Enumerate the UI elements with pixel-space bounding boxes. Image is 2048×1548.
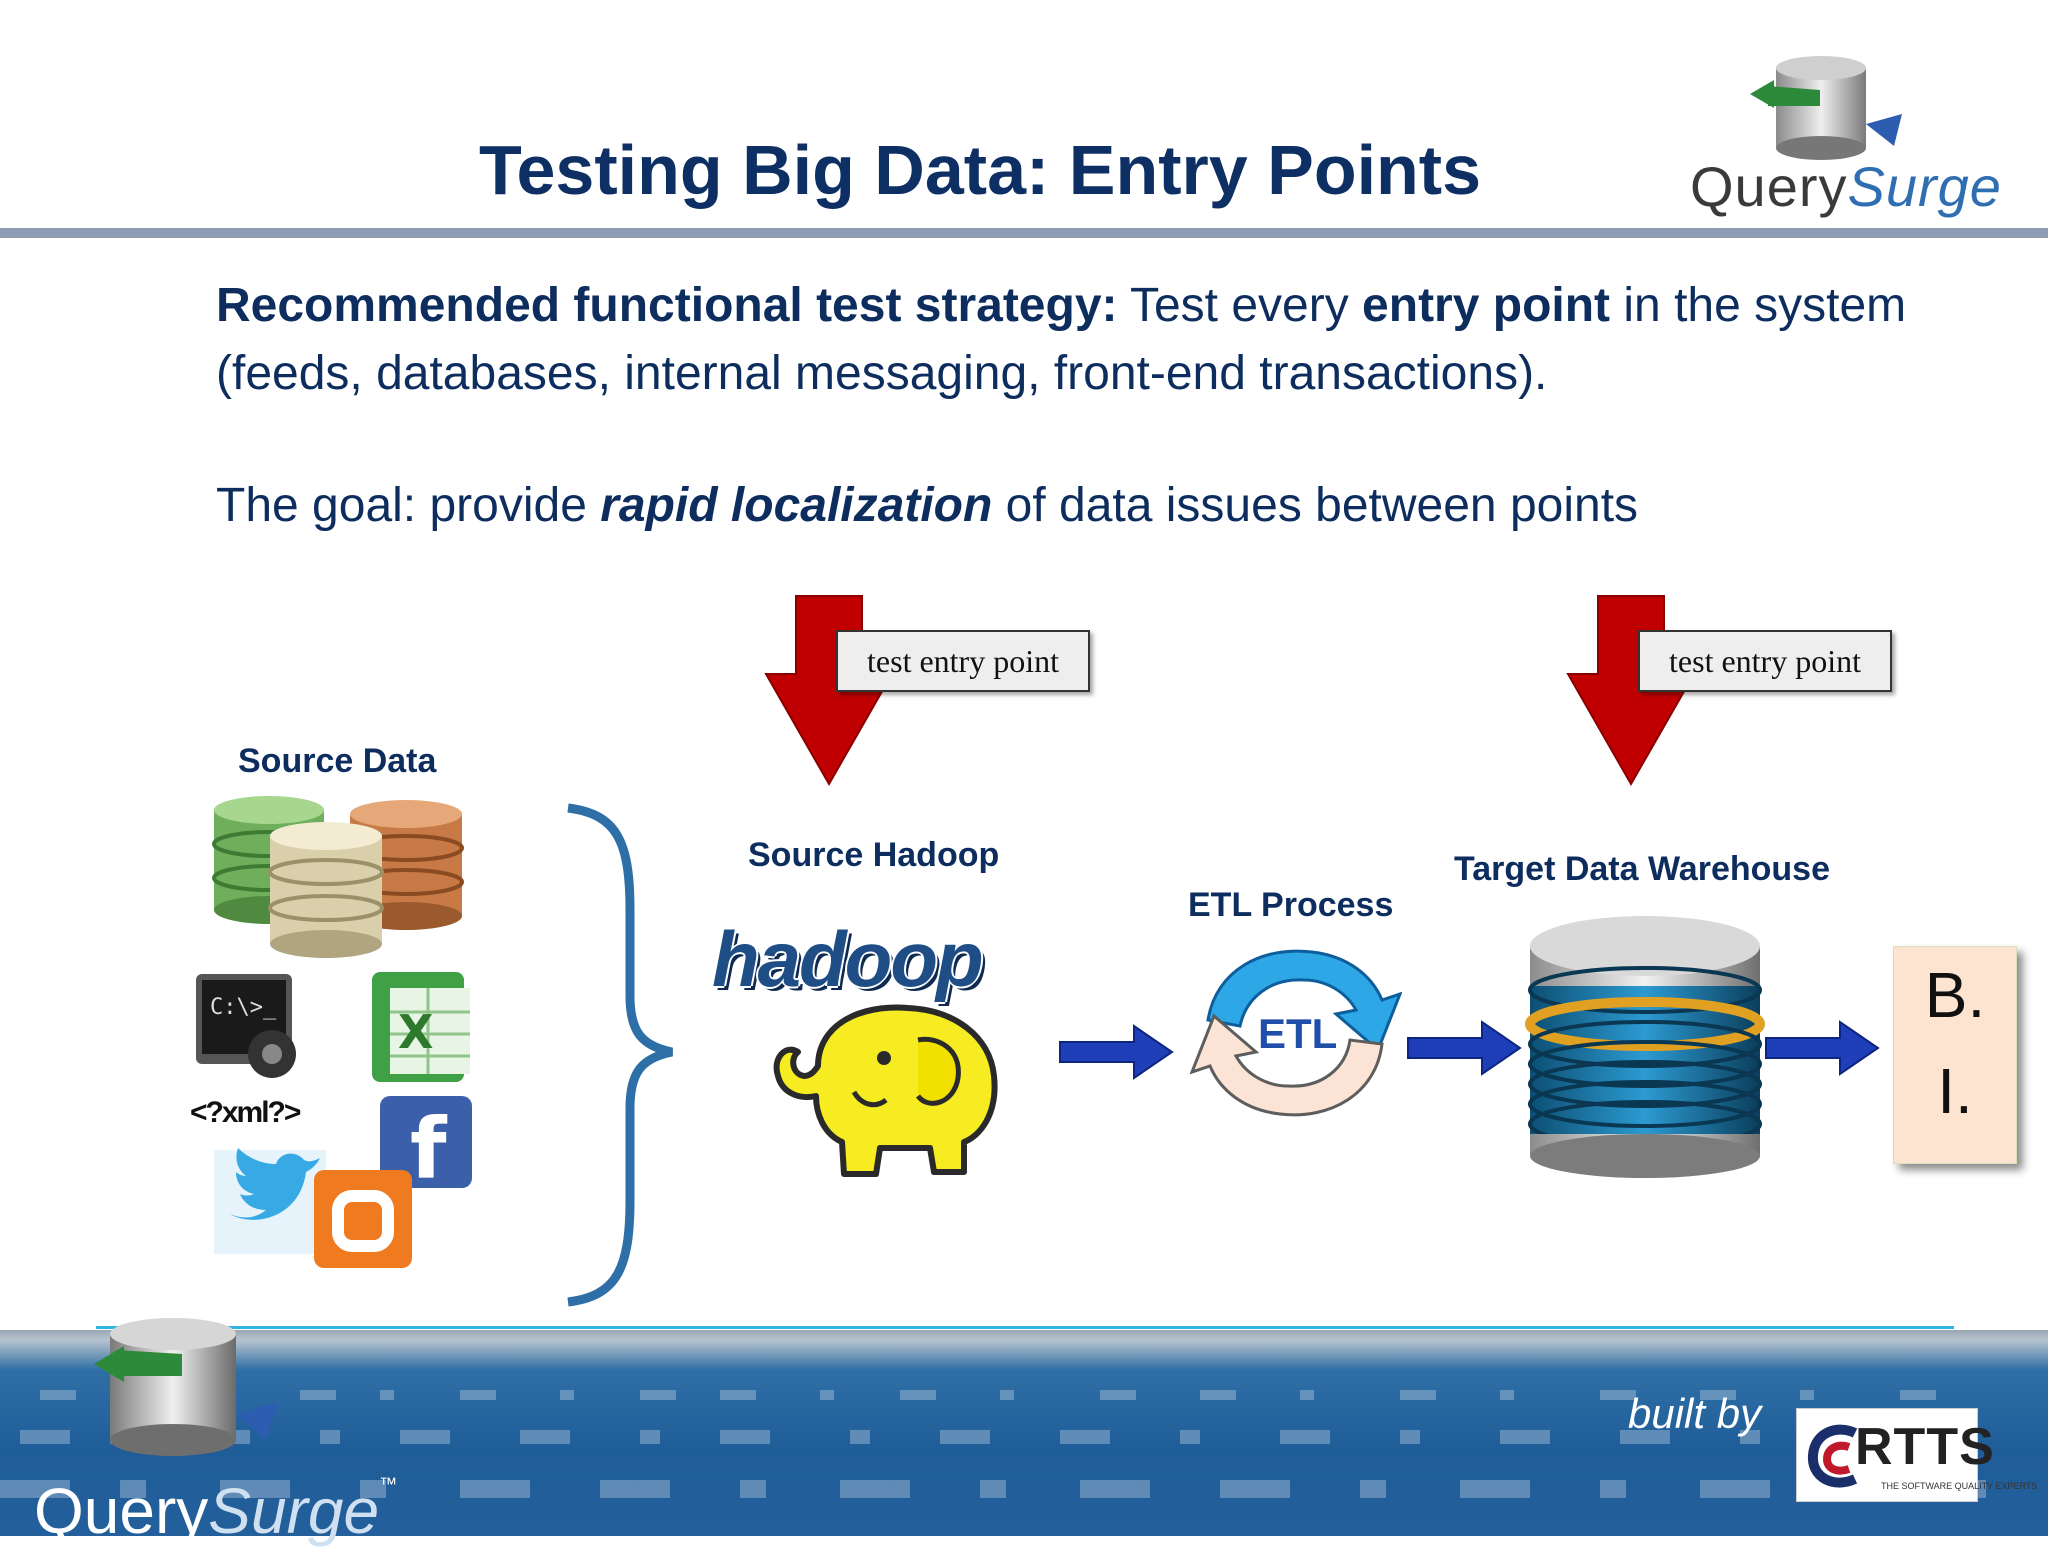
header-divider (0, 228, 2048, 238)
querysurge-wordmark: QuerySurge (1690, 155, 2002, 218)
target-dw-label: Target Data Warehouse (1454, 850, 1830, 888)
footer-banner (0, 1330, 2048, 1536)
etl-center-label: ETL (1258, 1010, 1338, 1057)
rtts-tagline: THE SOFTWARE QUALITY EXPERTS (1881, 1481, 2038, 1491)
rtts-wordmark: RTTS (1855, 1418, 1995, 1476)
svg-text:X: X (398, 1005, 433, 1059)
hadoop-elephant-icon (773, 1004, 998, 1177)
rtts-swoosh-icon (1807, 1424, 1858, 1488)
hadoop-wordmark: hadoop (712, 915, 984, 1003)
flow-arrow-2-icon (1407, 1020, 1522, 1076)
bi-line-1: B. (1924, 959, 1986, 1031)
blogger-icon (314, 1170, 412, 1268)
database-logo-icon (1750, 56, 1902, 160)
flow-arrow-3-icon (1765, 1020, 1880, 1076)
social-icons-group: f (214, 1096, 472, 1268)
etl-cycle-icon (1189, 949, 1402, 1117)
svg-text:f: f (410, 1100, 448, 1198)
flow-arrow-1-icon (1059, 1024, 1174, 1080)
bi-box: B. I. (1893, 946, 2017, 1164)
etl-process-label: ETL Process (1188, 886, 1394, 924)
bi-line-2: I. (1937, 1055, 1973, 1127)
rtts-logo: RTTS THE SOFTWARE QUALITY EXPERTS (1796, 1408, 2037, 1502)
test-entry-point-label-1: test entry point (836, 630, 1090, 692)
strategy-text: Recommended functional test strategy: Te… (216, 279, 1907, 400)
test-entry-point-label-2: test entry point (1638, 630, 1892, 692)
source-hadoop-label: Source Hadoop (748, 836, 1000, 874)
footer-querysurge-wordmark: QuerySurge™ (34, 1474, 398, 1547)
command-prompt-icon: C:\>_ (196, 974, 296, 1078)
goal-text: The goal: provide rapid localization of … (216, 479, 1639, 532)
built-by-label: built by (1628, 1390, 1762, 1437)
facebook-icon: f (380, 1096, 472, 1198)
footer-database-logo-icon (94, 1318, 278, 1456)
excel-icon: X (372, 972, 470, 1082)
querysurge-logo: QuerySurge (1690, 50, 2001, 230)
grouping-brace (567, 803, 673, 1307)
svg-text:C:\>_: C:\>_ (210, 995, 277, 1020)
footer-divider (96, 1326, 1954, 1329)
data-warehouse-icon (1525, 916, 1765, 1178)
slide-title: Testing Big Data: Entry Points (478, 131, 1482, 209)
database-stack-icon (212, 796, 464, 958)
twitter-icon (214, 1148, 326, 1254)
xml-tag-icon: <?xml?> (190, 1096, 301, 1129)
source-data-label: Source Data (238, 742, 437, 780)
